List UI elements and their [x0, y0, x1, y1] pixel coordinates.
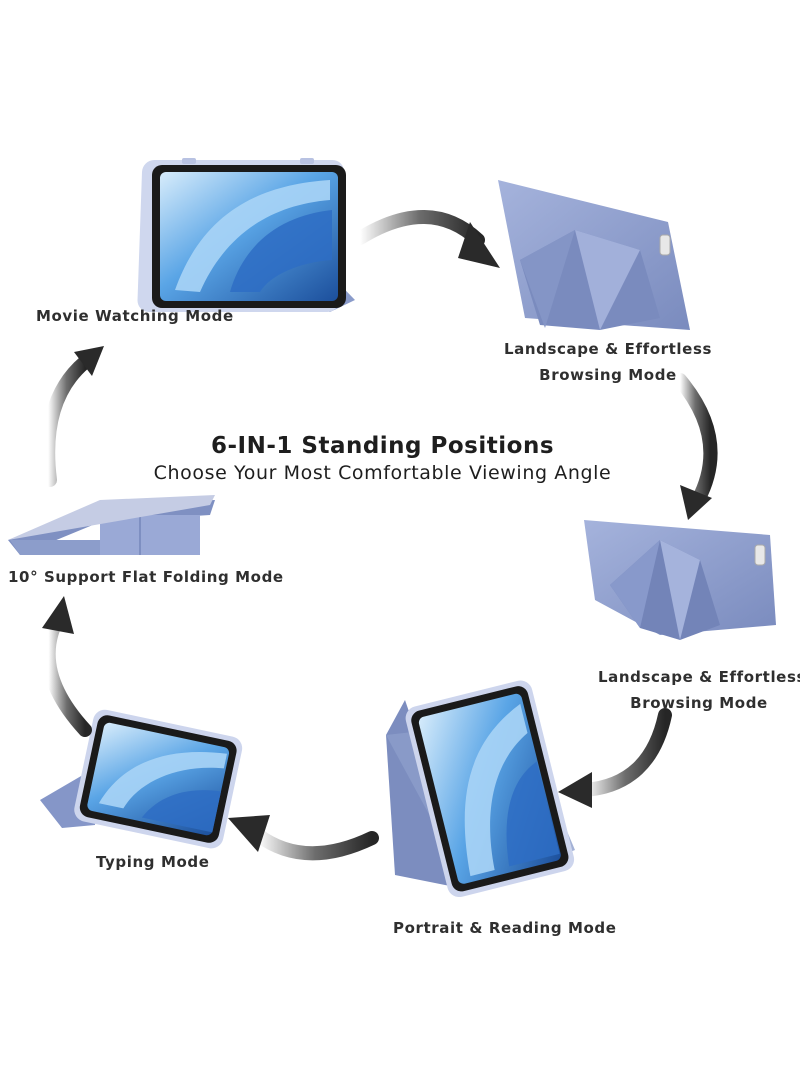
portrait-mode-tablet — [386, 680, 575, 898]
arrow-portrait-to-typing — [228, 815, 379, 861]
label-landscape-mode-2-line2: Browsing Mode — [630, 694, 768, 712]
arrow-movie-to-landscape — [353, 210, 500, 268]
arrow-landscape-to-landscape — [673, 373, 718, 520]
arrow-typing-to-flat — [41, 596, 92, 737]
headline-subtitle: Choose Your Most Comfortable Viewing Ang… — [153, 462, 612, 484]
arrow-landscape-to-portrait — [558, 708, 672, 808]
label-typing-mode: Typing Mode — [96, 853, 210, 871]
label-movie-mode: Movie Watching Mode — [36, 307, 234, 325]
label-landscape-mode-1: Landscape & Effortless Browsing Mode — [498, 336, 718, 388]
label-portrait-mode: Portrait & Reading Mode — [393, 919, 617, 937]
label-landscape-mode-2: Landscape & Effortless Browsing Mode — [598, 664, 800, 716]
label-landscape-mode-1-line1: Landscape & Effortless — [503, 340, 713, 358]
label-landscape-mode-2-line1: Landscape & Effortless — [598, 668, 800, 686]
arrow-flat-to-movie — [41, 346, 104, 487]
headline-title: 6-IN-1 Standing Positions — [210, 433, 555, 459]
movie-mode-tablet — [137, 158, 355, 312]
typing-mode-tablet — [40, 709, 243, 849]
flat-mode-tablet — [8, 495, 215, 555]
landscape-mode-tablet-top — [498, 180, 690, 330]
label-flat-mode: 10° Support Flat Folding Mode — [8, 568, 284, 586]
landscape-mode-tablet-side — [584, 520, 776, 640]
label-landscape-mode-1-line2: Browsing Mode — [539, 366, 677, 384]
